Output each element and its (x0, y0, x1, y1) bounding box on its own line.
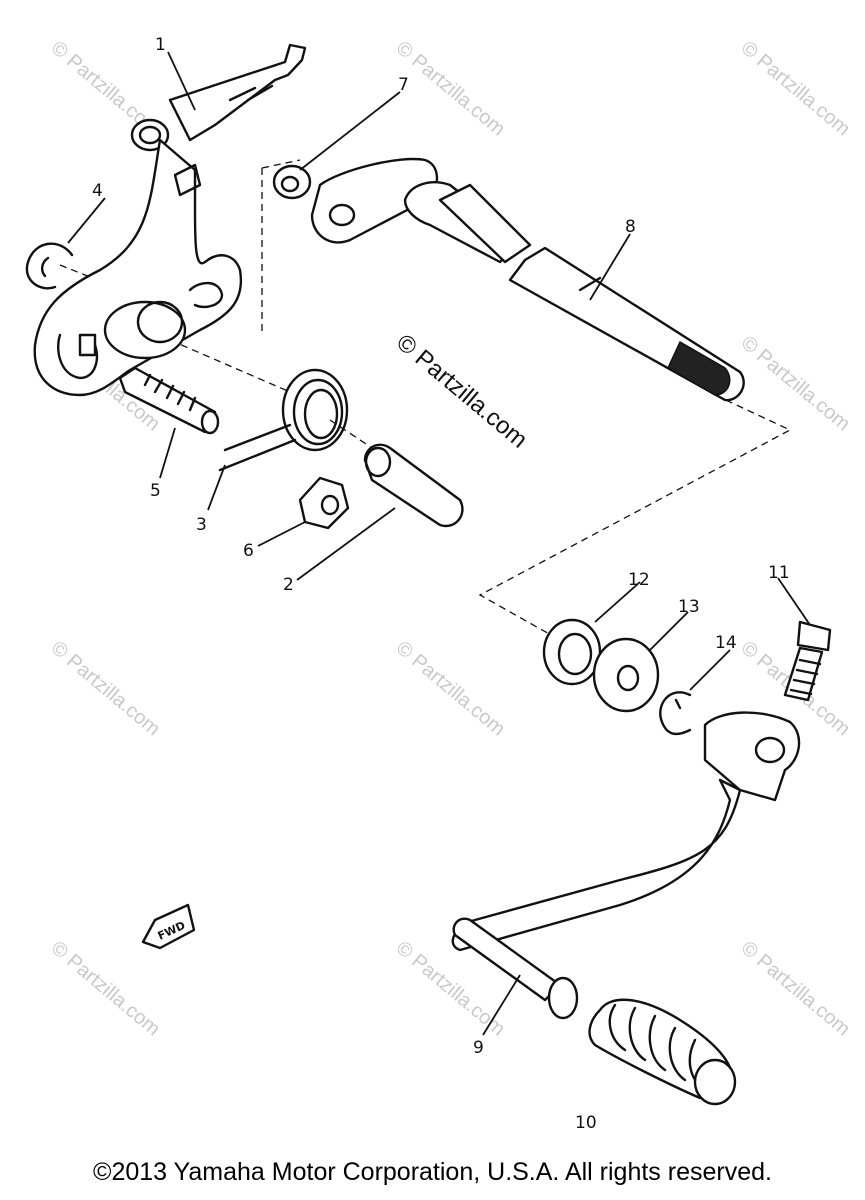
callout-7: 7 (398, 75, 409, 95)
copyright-notice: ©2013 Yamaha Motor Corporation, U.S.A. A… (93, 1158, 772, 1186)
watermark-center: © Partzilla.com (391, 329, 532, 454)
watermark: © Partzilla.com (392, 37, 509, 140)
bolt-5 (118, 366, 220, 435)
circlip-4 (25, 242, 74, 290)
shift-shaft-8 (310, 157, 745, 402)
washer-7 (272, 164, 312, 200)
watermark: © Partzilla.com (737, 332, 854, 435)
callout-1: 1 (155, 35, 166, 55)
shift-arm-assembly (33, 43, 307, 397)
bolt-11 (783, 620, 832, 702)
callout-10: 10 (575, 1113, 597, 1133)
exploded-parts-diagram: © Partzilla.com © Partzilla.com © Partzi… (25, 35, 854, 1133)
footpeg-rubber-10 (588, 998, 737, 1106)
watermark: © Partzilla.com (47, 937, 164, 1040)
callout-3: 3 (196, 515, 207, 535)
oil-seal-12 (542, 618, 602, 686)
callout-5: 5 (150, 481, 161, 501)
watermark: © Partzilla.com (737, 37, 854, 140)
nut-6 (298, 476, 350, 530)
leader-lines (67, 51, 811, 1036)
callout-2: 2 (283, 575, 294, 595)
fwd-arrow-icon: FWD (141, 903, 196, 950)
callout-14: 14 (715, 633, 737, 653)
watermark: © Partzilla.com (392, 637, 509, 740)
callout-4: 4 (92, 181, 103, 201)
watermark: © Partzilla.com (47, 637, 164, 740)
collar-2 (363, 443, 464, 528)
callout-12: 12 (628, 570, 650, 590)
callout-8: 8 (625, 217, 636, 237)
callout-6: 6 (243, 541, 254, 561)
circlip-14 (659, 691, 692, 736)
watermark: © Partzilla.com (737, 937, 854, 1040)
callout-11: 11 (768, 563, 790, 583)
callout-13: 13 (678, 597, 700, 617)
callout-labels: 1 2 3 4 5 6 7 8 9 10 11 12 13 14 (92, 35, 790, 1133)
spring-3 (218, 368, 349, 472)
washer-13 (592, 637, 660, 713)
shift-pedal-9 (451, 711, 801, 1020)
callout-9: 9 (473, 1038, 484, 1058)
